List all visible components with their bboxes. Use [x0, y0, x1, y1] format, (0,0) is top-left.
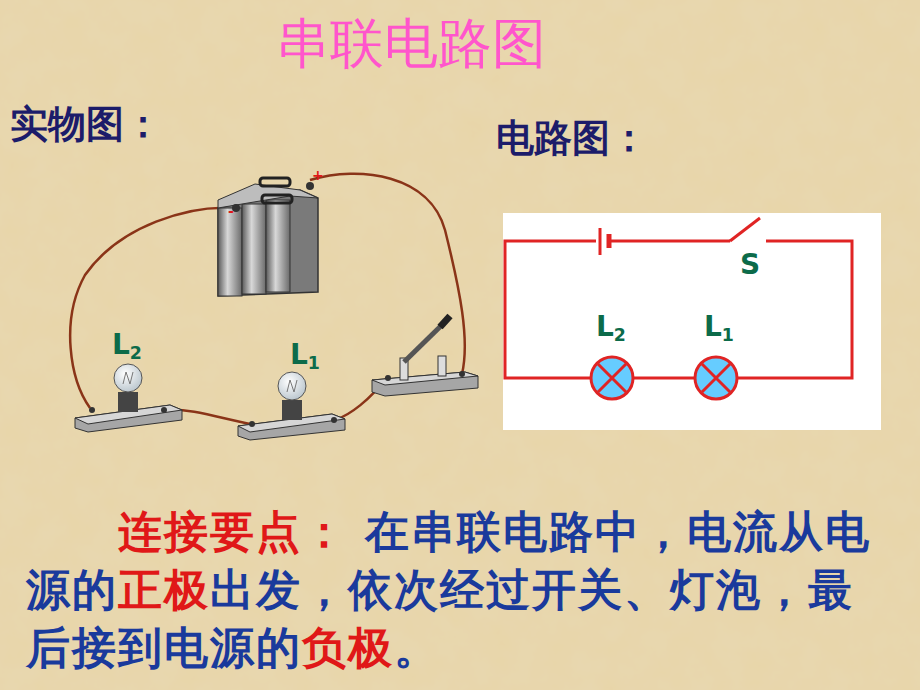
- slide-title: 串联电路图: [276, 14, 546, 73]
- lamp-label: L1: [704, 312, 734, 345]
- lamp-holder: [75, 364, 182, 432]
- lamp-label: L1: [290, 340, 320, 373]
- lamp-label: L2: [112, 330, 142, 363]
- lamp-holder: [238, 372, 345, 440]
- section-label: 实物图：: [10, 104, 162, 146]
- section-label: 电路图：: [496, 118, 648, 160]
- terminal-sign: +: [312, 168, 324, 183]
- key-point-paragraph: 连接要点： 在串联电路中，电流从电源的正极出发，依次经过开关、灯泡，最后接到电源…: [26, 503, 878, 677]
- key-term: 负极: [302, 622, 394, 673]
- knife-switch: [372, 316, 478, 396]
- battery: [218, 178, 318, 296]
- terminal-sign: -: [228, 204, 234, 219]
- schematic-panel: [503, 213, 881, 430]
- key-point-heading: 连接要点：: [118, 506, 348, 557]
- lamp-label: L2: [596, 312, 626, 345]
- schematic-wires: [505, 218, 852, 399]
- switch-label: S: [740, 250, 760, 281]
- key-term: 正极: [118, 564, 210, 615]
- key-point-text: 。: [394, 622, 440, 673]
